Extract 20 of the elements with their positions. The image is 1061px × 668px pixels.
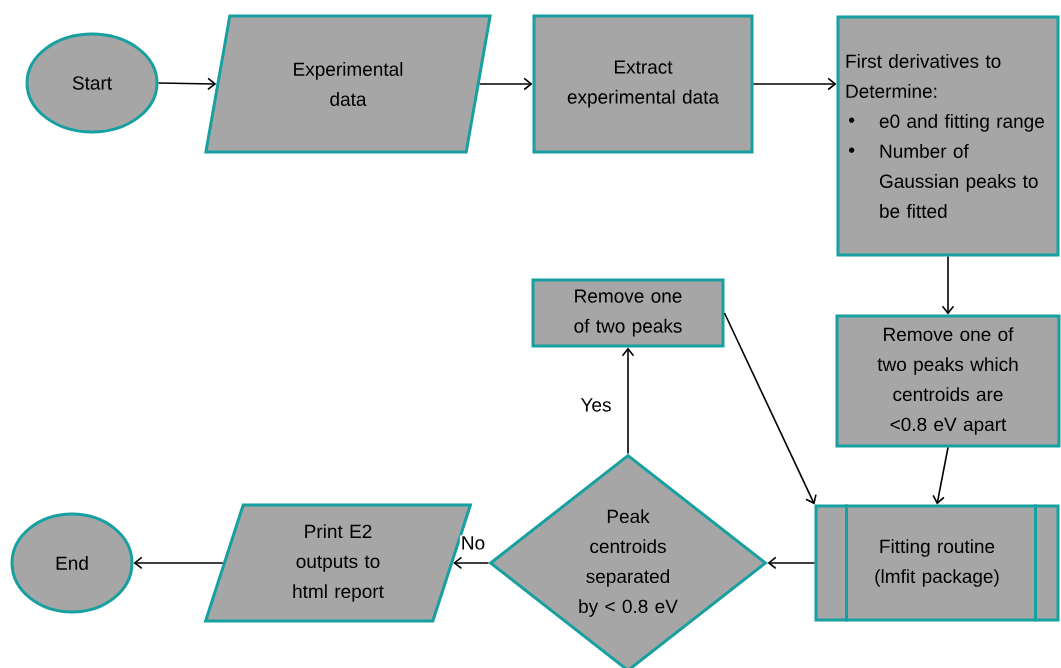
process-box: Remove one of two peaks which centroids are <0.8 eV apart <box>835 314 1061 448</box>
arrow <box>478 77 533 91</box>
arrow <box>157 77 217 91</box>
end-oval: End <box>10 512 134 614</box>
input-parallelogram: Experimental data <box>204 14 492 154</box>
arrow <box>133 556 224 570</box>
process-box: First derivatives to Determine: e0 and fitting range Number of Gaussian peaks to be fitted <box>836 15 1060 257</box>
arrow <box>723 312 817 505</box>
process-box: Remove one of two peaks <box>531 278 725 348</box>
predefined-process-box: Fitting routine (lmfit package) <box>814 504 1060 622</box>
arrow <box>621 347 635 455</box>
arrow <box>941 255 955 315</box>
arrow <box>767 556 816 570</box>
arrow <box>932 446 949 505</box>
arrow <box>752 77 837 91</box>
start-oval: Start <box>25 32 159 134</box>
edge-label: Yes <box>579 397 613 413</box>
process-box: Extract experimental data <box>532 14 754 154</box>
arrow <box>453 556 490 570</box>
edge-label: No <box>459 535 487 551</box>
